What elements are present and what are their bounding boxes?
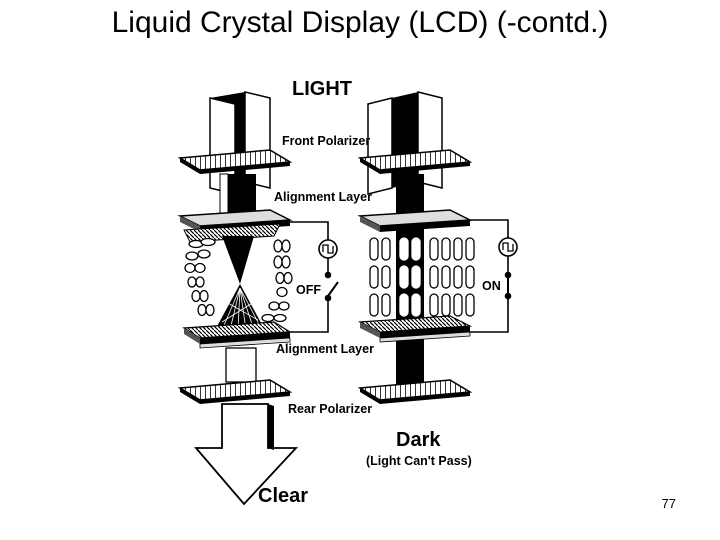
rear-polarizer-label: Rear Polarizer [288,402,372,416]
right-liquid-crystal-molecules [369,237,475,317]
light-label: LIGHT [292,78,352,100]
lcd-diagram: LIGHT Front Polarizer Alignment Layer OF… [170,70,540,510]
dark-label: Dark [396,429,441,451]
on-circuit [470,219,518,333]
left-twist-upper [222,236,254,284]
right-stack [357,91,475,404]
off-circuit [290,221,339,333]
front-polarizer-label: Front Polarizer [282,134,370,148]
dark-sublabel: (Light Can't Pass) [366,454,472,468]
off-label: OFF [296,283,321,297]
left-stack [177,91,299,506]
page-number: 77 [661,496,676,511]
alignment-layer-bottom-label: Alignment Layer [276,342,374,356]
on-label: ON [482,279,501,293]
clear-label: Clear [258,485,308,507]
slide-title: Liquid Crystal Display (LCD) (-contd.) [111,6,609,39]
left-liquid-crystal-molecules [184,237,293,323]
alignment-layer-top-label: Alignment Layer [274,190,372,204]
left-twist-lower [214,284,266,332]
left-light-plane-light [244,91,271,189]
